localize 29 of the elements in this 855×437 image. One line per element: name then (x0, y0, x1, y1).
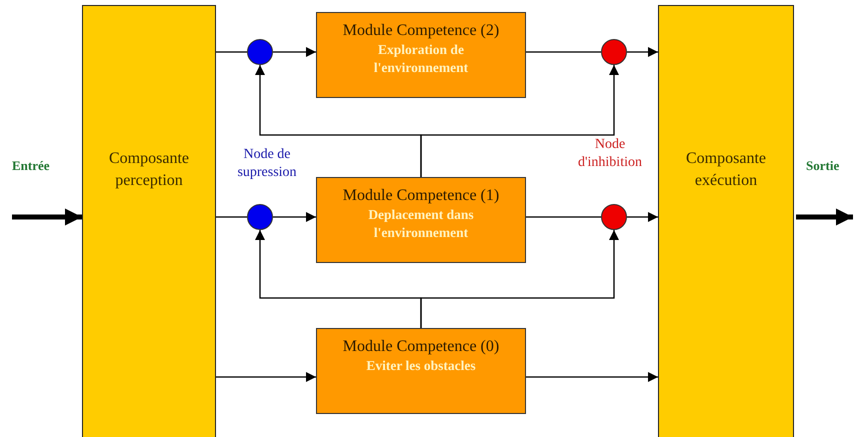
module-description: Eviter les obstacles (365, 357, 477, 376)
node-caption: Node de supression (236, 146, 298, 182)
arrow (420, 65, 619, 177)
arrow (627, 212, 658, 222)
component-box (658, 5, 794, 437)
module-description: Exploration de l'environnement (372, 41, 470, 78)
module-box (316, 177, 526, 263)
module-box (316, 12, 526, 98)
node-circle (247, 204, 273, 230)
module-title: Module Competence (1) (342, 186, 500, 206)
component-label: Composante exécution (685, 149, 767, 191)
arrow (420, 230, 619, 328)
module-title: Module Competence (2) (342, 21, 500, 40)
node-caption: Node d'inhibition (577, 136, 643, 172)
node-circle (601, 39, 627, 65)
node-circle (601, 204, 627, 230)
arrow (526, 372, 658, 382)
component-label: Composante perception (108, 149, 190, 191)
arrow (796, 208, 853, 226)
arrow (216, 372, 316, 382)
node-circle (247, 39, 273, 65)
module-box (316, 328, 526, 414)
module-title: Module Competence (0) (342, 337, 500, 356)
component-box (82, 5, 216, 437)
arrow (273, 47, 316, 57)
arrow (12, 208, 82, 226)
arrow (627, 47, 658, 57)
arrow (273, 212, 316, 222)
module-description: Deplacement dans l'environnement (367, 206, 475, 242)
